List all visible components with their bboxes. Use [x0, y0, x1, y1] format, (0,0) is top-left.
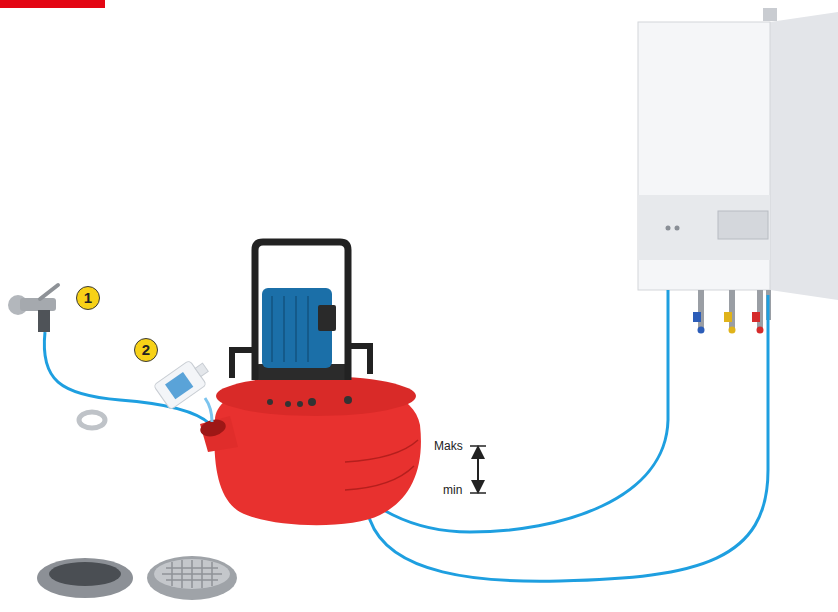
valve-handle: [693, 312, 701, 322]
liquid-stream: [205, 398, 212, 422]
filter-disc: [147, 556, 237, 600]
body-seam: [345, 466, 414, 490]
tap-lever: [40, 285, 58, 299]
hose: [44, 332, 210, 424]
valve-pipe: [757, 290, 763, 328]
level-bar: [470, 445, 486, 447]
pump-lid: [216, 376, 416, 416]
hose-hook: [232, 350, 255, 378]
tap-body: [20, 298, 56, 311]
filter-disc-top: [154, 559, 230, 589]
level-bar: [470, 492, 486, 494]
tap-spout: [38, 310, 50, 332]
bottle-neck: [195, 363, 208, 376]
motor-fin: [271, 296, 273, 362]
callout-number: 1: [76, 286, 100, 310]
filter-ring: [37, 558, 133, 598]
port: [297, 401, 303, 407]
hose-hook: [348, 346, 370, 374]
valve-handle: [752, 312, 760, 322]
control-panel: [638, 195, 770, 260]
body-seam: [345, 440, 418, 462]
level-arrow: [477, 452, 479, 487]
water-tap: [8, 285, 58, 332]
level-label: Maks: [434, 439, 463, 453]
display: [718, 211, 768, 239]
valve-pipe: [698, 290, 704, 328]
filter-grid: [162, 560, 222, 588]
filter-ring-hole: [49, 562, 121, 586]
valve-handle: [724, 312, 732, 322]
motor-fin: [283, 296, 285, 362]
descaler-bottle: [153, 355, 214, 410]
callout-number: 2: [134, 338, 158, 362]
valve-pipe: [729, 290, 735, 328]
port: [308, 398, 316, 406]
level-label: min: [443, 483, 462, 497]
pump-handle: [255, 242, 348, 380]
port: [267, 399, 273, 405]
boiler-side: [770, 12, 838, 300]
valve-cap: [757, 327, 764, 334]
port: [285, 401, 291, 407]
seal-ring: [79, 412, 105, 428]
button: [666, 226, 671, 231]
motor-fin: [307, 296, 309, 362]
motor-box: [318, 305, 336, 331]
button: [675, 226, 680, 231]
valve-cap: [729, 327, 736, 334]
boiler: [638, 8, 838, 334]
descaling-pump: [198, 242, 421, 525]
boiler-flue: [763, 8, 777, 21]
port: [344, 396, 352, 404]
valve-cap: [698, 327, 705, 334]
bottle-label: [165, 372, 193, 399]
motor-fin: [295, 296, 297, 362]
header-bar: [0, 0, 105, 8]
boiler-front: [638, 22, 770, 290]
